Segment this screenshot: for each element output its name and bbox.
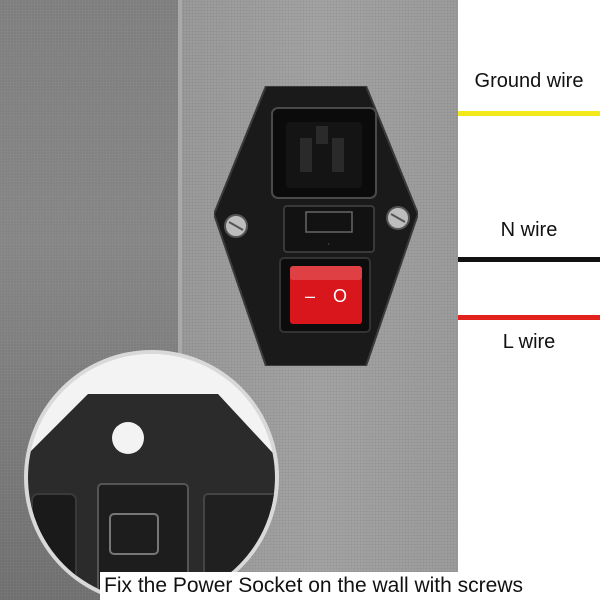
- n-wire-label: N wire: [500, 219, 558, 241]
- wall-panel-edge: [178, 0, 182, 600]
- zoom-detail-circle: [24, 350, 279, 600]
- ground-wire-label: Ground wire: [474, 70, 584, 92]
- zoom-detail-drawing: [28, 354, 275, 600]
- switch-off-symbol: –: [305, 286, 315, 306]
- power-socket: · – O: [214, 86, 418, 366]
- l-wire-line: [458, 315, 600, 320]
- rocker-switch: [290, 266, 362, 324]
- power-socket-drawing: · – O: [214, 86, 418, 366]
- screw-hole: [112, 422, 144, 454]
- wire-legend-area: [458, 0, 600, 600]
- switch-on-symbol: O: [333, 286, 347, 306]
- n-wire-line: [458, 257, 600, 262]
- caption-background: [100, 572, 600, 600]
- ground-wire-line: [458, 111, 600, 116]
- svg-text:·: ·: [328, 241, 331, 248]
- caption-text: Fix the Power Socket on the wall with sc…: [104, 574, 523, 597]
- l-wire-label: L wire: [502, 331, 556, 353]
